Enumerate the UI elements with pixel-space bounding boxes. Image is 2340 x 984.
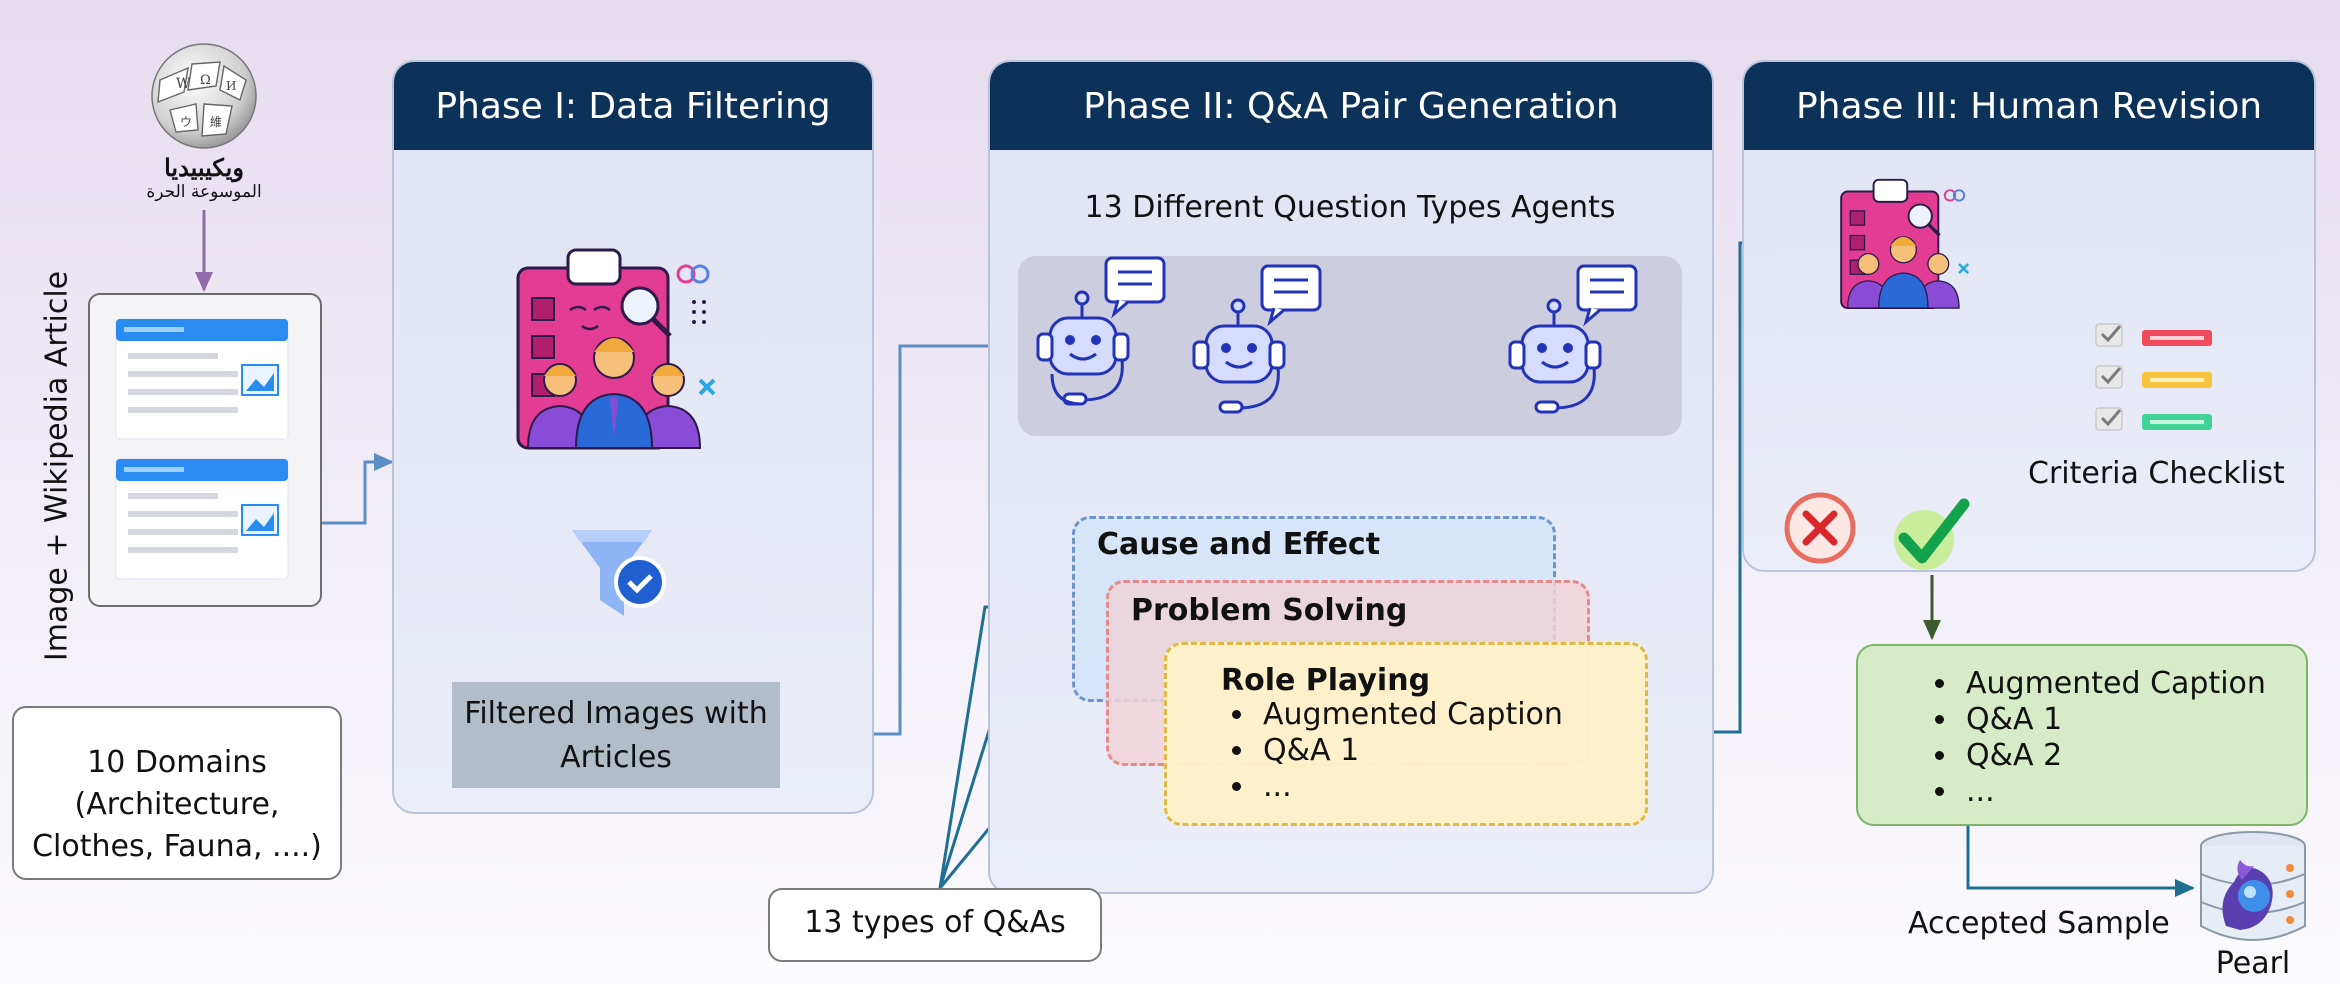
arrow-sample-to-pearl — [1966, 822, 2195, 897]
accepted-sample-label: Accepted Sample — [1908, 906, 2170, 941]
qa-types-label: 13 types of Q&As — [804, 905, 1066, 940]
list-item: Q&A 1 — [1960, 702, 2266, 738]
svg-text:И: И — [226, 79, 236, 93]
list-item: Q&A 1 — [1257, 733, 1563, 769]
phase3-panel: Phase III: Human Revision — [1742, 60, 2316, 572]
accept-icon — [1894, 498, 1970, 570]
qa-type-role-playing: Role Playing — [1221, 663, 1431, 698]
robot-agent-icon — [1508, 264, 1638, 414]
revision-team-icon — [1840, 178, 1970, 310]
domains-line-1: 10 Domains — [87, 745, 267, 780]
qa-types-box: 13 types of Q&As — [768, 888, 1102, 962]
phase3-title: Phase III: Human Revision — [1744, 62, 2314, 150]
wikipedia-globe-icon: W Ω И ウ 維 — [151, 43, 257, 149]
checklist-icon — [2095, 323, 2212, 431]
list-item: Augmented Caption — [1960, 666, 2266, 702]
qa-type-problem-solving: Problem Solving — [1131, 593, 1408, 628]
filtered-output-line-2: Articles — [560, 740, 672, 775]
list-item: Augmented Caption — [1257, 697, 1563, 733]
domains-line-3: Clothes, Fauna, ....) — [32, 829, 322, 864]
list-item: ... — [1960, 774, 2266, 810]
qa-type-cause-effect: Cause and Effect — [1097, 527, 1381, 562]
filtered-output-box: Filtered Images with Articles — [452, 682, 780, 788]
filter-funnel-icon — [572, 530, 666, 616]
article-stack — [88, 293, 322, 607]
phase1-title: Phase I: Data Filtering — [394, 62, 872, 150]
arrow-articles-to-phase1 — [318, 453, 394, 525]
article-card-icon — [115, 318, 289, 580]
domains-box: 10 Domains (Architecture, Clothes, Fauna… — [12, 706, 342, 880]
agents-label: 13 Different Question Types Agents — [1084, 190, 1616, 225]
review-team-icon — [516, 248, 716, 450]
robot-agent-icon — [1036, 256, 1166, 406]
accepted-box: Augmented Caption Q&A 1 Q&A 2 ... — [1856, 644, 2308, 826]
svg-text:維: 維 — [210, 115, 222, 129]
wikipedia-tagline: الموسوعة الحرة — [146, 182, 262, 202]
qa-box-role-playing: Role Playing Augmented Caption Q&A 1 ... — [1164, 642, 1648, 826]
svg-text:W: W — [176, 76, 191, 92]
svg-text:Ω: Ω — [200, 73, 211, 88]
wikipedia-logo: W Ω И ウ 維 ويكيبيديا الموسوعة الحرة — [140, 40, 268, 210]
wikipedia-wordmark: ويكيبيديا — [164, 153, 244, 182]
role-playing-items: Augmented Caption Q&A 1 ... — [1219, 697, 1563, 805]
domains-line-2: (Architecture, — [74, 787, 280, 822]
pearl-label: Pearl — [2215, 946, 2291, 981]
phase2-title: Phase II: Q&A Pair Generation — [990, 62, 1712, 150]
checklist-label: Criteria Checklist — [2028, 456, 2285, 491]
robot-agent-icon — [1192, 264, 1322, 414]
list-item: Q&A 2 — [1960, 738, 2266, 774]
filtered-output-line-1: Filtered Images with — [464, 696, 768, 731]
accepted-items: Augmented Caption Q&A 1 Q&A 2 ... — [1922, 666, 2266, 810]
pearl-database-icon — [2200, 831, 2306, 941]
svg-text:ウ: ウ — [180, 115, 192, 129]
list-item: ... — [1257, 769, 1563, 805]
reject-icon — [1784, 492, 1856, 564]
